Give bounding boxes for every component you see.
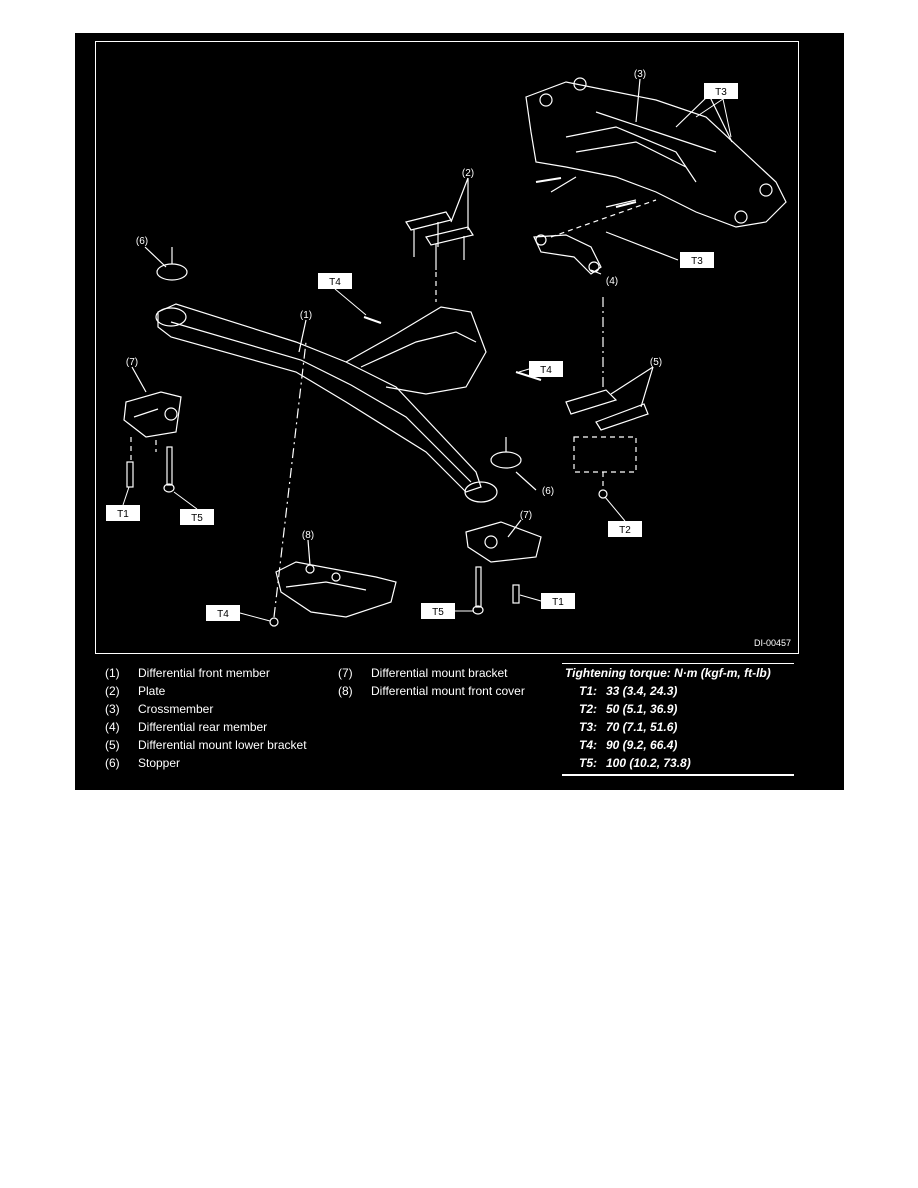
- legend-item: (7)Differential mount bracket: [338, 666, 508, 680]
- crossmember-part: [525, 77, 787, 228]
- svg-text:T1: T1: [552, 597, 564, 608]
- torque-box-t1-left: T1: [106, 505, 140, 521]
- front-member-part: [155, 303, 498, 503]
- svg-text:T4: T4: [329, 277, 341, 288]
- legend-item: (1)Differential front member: [105, 666, 270, 680]
- torque-row: T1:33 (3.4, 24.3): [579, 684, 678, 698]
- torque-box-t4-middle: T4: [529, 361, 563, 377]
- torque-box-t4-lower: T4: [206, 605, 240, 621]
- torque-table: Tightening torque: N·m (kgf-m, ft-lb) T1…: [562, 663, 794, 776]
- callout-7-right: (7): [520, 510, 532, 521]
- svg-text:T4: T4: [540, 365, 552, 376]
- torque-box-t4-upper: T4: [318, 273, 352, 289]
- torque-box-t3-bottom: T3: [680, 252, 714, 268]
- svg-text:T3: T3: [715, 87, 727, 98]
- exploded-view-drawing: (3) (2) (6) (1) (7) (4) (5) (6) (7) (8) …: [106, 69, 791, 648]
- torque-box-t2: T2: [608, 521, 642, 537]
- torque-row: T4:90 (9.2, 66.4): [579, 738, 678, 752]
- front-cover-part: [273, 341, 397, 618]
- torque-box-t3-top: T3: [704, 83, 738, 99]
- svg-text:T5: T5: [191, 513, 203, 524]
- torque-title: Tightening torque: N·m (kgf-m, ft-lb): [565, 666, 771, 680]
- callout-2: (2): [462, 168, 474, 179]
- stopper-part: [156, 247, 522, 469]
- bolt-parts: [126, 177, 637, 627]
- leader-lines: [131, 78, 733, 566]
- torque-row: T2:50 (5.1, 36.9): [579, 702, 678, 716]
- callout-8: (8): [302, 530, 314, 541]
- svg-text:T1: T1: [117, 509, 129, 520]
- legend-item: (2)Plate: [105, 684, 166, 698]
- callout-1: (1): [300, 310, 312, 321]
- callout-7-left: (7): [126, 357, 138, 368]
- callout-5: (5): [650, 357, 662, 368]
- legend-item: (6)Stopper: [105, 756, 181, 770]
- torque-box-t5-left: T5: [180, 509, 214, 525]
- callout-4: (4): [606, 276, 618, 287]
- legend-left: (1)Differential front member (2)Plate (3…: [105, 664, 307, 772]
- svg-text:T5: T5: [432, 607, 444, 618]
- callout-6-upper: (6): [136, 236, 148, 247]
- callout-6-lower: (6): [542, 486, 554, 497]
- diagram-frame: (3) (2) (6) (1) (7) (4) (5) (6) (7) (8) …: [95, 41, 799, 654]
- legend-item: (5)Differential mount lower bracket: [105, 738, 307, 752]
- legend-item: (8)Differential mount front cover: [338, 684, 525, 698]
- legend-right: (7)Differential mount bracket (8)Differe…: [338, 664, 525, 700]
- torque-box-t5-right: T5: [421, 603, 455, 619]
- svg-text:T2: T2: [619, 525, 631, 536]
- torque-row: T3:70 (7.1, 51.6): [579, 720, 678, 734]
- diagram-sheet: (3) (2) (6) (1) (7) (4) (5) (6) (7) (8) …: [75, 33, 844, 790]
- legend-item: (3)Crossmember: [105, 702, 214, 716]
- plate-part: [405, 211, 474, 302]
- svg-text:T4: T4: [217, 609, 229, 620]
- svg-text:T3: T3: [691, 256, 703, 267]
- mount-bracket-part: [123, 391, 542, 563]
- callout-3: (3): [634, 69, 646, 80]
- rear-member-part: [533, 199, 657, 275]
- legend-item: (4)Differential rear member: [105, 720, 268, 734]
- mount-lower-bracket-part: [565, 297, 649, 499]
- figure-id: DI-00457: [754, 638, 791, 648]
- torque-box-t1-right: T1: [541, 593, 575, 609]
- torque-row: T5:100 (10.2, 73.8): [579, 756, 691, 770]
